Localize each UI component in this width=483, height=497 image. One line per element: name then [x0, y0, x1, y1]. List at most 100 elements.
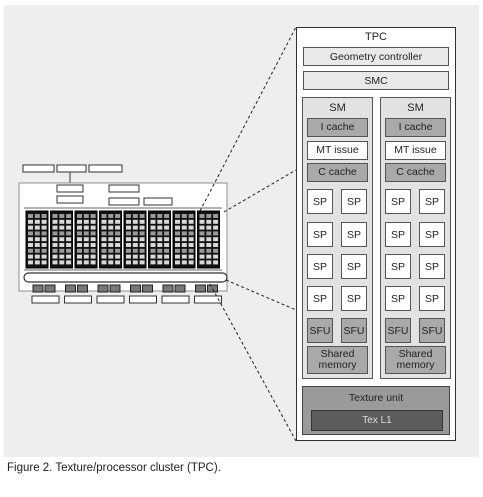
mini-tpc-cell	[83, 254, 89, 259]
mini-tpc-cell	[126, 219, 131, 224]
mini-tpc-cell	[157, 243, 163, 247]
mini-tpc-cell	[206, 260, 212, 265]
mini-tpc-cell	[188, 237, 194, 242]
mini-tpc-cell	[41, 254, 47, 259]
mini-tpc-cell	[150, 243, 156, 247]
mini-tpc-cell	[108, 254, 114, 259]
mini-tpc-cell	[150, 254, 156, 259]
mini-tpc-cell	[108, 231, 114, 236]
icache-2: I cache	[385, 118, 446, 137]
mini-tpc-cell	[52, 219, 58, 224]
mini-tpc-cell	[83, 237, 89, 242]
mini-tpc-cell	[175, 260, 180, 265]
mini-tpc-cell	[132, 214, 138, 218]
mini-tpc-cell	[181, 214, 187, 218]
mini-tpc-cell	[206, 254, 212, 259]
mini-tpc-cell	[52, 231, 58, 236]
mini-tpc-cell	[41, 225, 47, 230]
mini-tpc-cell	[101, 219, 107, 224]
mini-tpc-cell	[188, 260, 194, 265]
icache-1: I cache	[307, 118, 368, 137]
shared-memory-1-line-1: Shared	[320, 348, 355, 360]
mini-tpc-cell	[157, 231, 163, 236]
mini-rop-unit	[130, 284, 141, 293]
sm-title-2: SM	[407, 102, 424, 114]
mini-tpc-cell	[126, 254, 131, 259]
mini-tpc-cell	[77, 248, 82, 253]
sfu-1-2: SFU	[341, 318, 367, 343]
sp-1-8: SP	[341, 286, 367, 311]
mini-tpc-cell	[59, 214, 65, 218]
mini-tpc-cell	[90, 243, 96, 247]
mini-tpc-cell	[175, 243, 180, 247]
mini-tpc-cell	[132, 219, 138, 224]
mini-rop-unit	[65, 284, 76, 293]
mini-tpc-cell	[181, 243, 187, 247]
mini-tpc-cell	[52, 214, 58, 218]
mini-tpc-cell	[90, 260, 96, 265]
mini-tpc-cell	[126, 260, 131, 265]
mini-tpc-cell	[139, 260, 145, 265]
mini-tpc-cell	[150, 219, 156, 224]
mini-tpc-cell	[83, 260, 89, 265]
mini-rop-unit	[142, 284, 153, 293]
mini-tpc-cell	[132, 243, 138, 247]
mini-tpc-cell	[139, 231, 145, 236]
sp-2-2: SP	[419, 189, 445, 214]
sp-1-5: SP	[307, 254, 333, 279]
mini-tpc-cell	[83, 214, 89, 218]
mini-tpc-cell	[66, 248, 72, 253]
mini-tpc-cell	[66, 243, 72, 247]
mini-tpc-cell	[188, 231, 194, 236]
mini-rop-unit	[195, 284, 206, 293]
mini-tpc-cell	[52, 237, 58, 242]
sp-1-1: SP	[307, 189, 333, 214]
sfu-2-1: SFU	[385, 318, 411, 343]
mini-dram-box	[194, 295, 222, 304]
mini-rop-unit	[44, 284, 56, 293]
mini-tpc-cell	[115, 254, 121, 259]
shared-memory-2-line-1: Shared	[398, 348, 433, 360]
sp-1-6: SP	[341, 254, 367, 279]
mini-dram-box	[161, 295, 190, 304]
sfu-2-2: SFU	[419, 318, 445, 343]
mini-tpc-cell	[34, 219, 40, 224]
mini-tpc-cell	[126, 231, 131, 236]
mini-tpc-cell	[77, 254, 82, 259]
mini-tpc-cell	[90, 214, 96, 218]
mini-tpc-cell	[101, 248, 107, 253]
mini-tpc-cell	[164, 214, 170, 218]
mini-tpc-cell	[164, 243, 170, 247]
mini-tpc-cell	[164, 225, 170, 230]
mini-tpc-cell	[164, 237, 170, 242]
mini-tpc-cell	[139, 225, 145, 230]
mini-rop-unit	[174, 284, 186, 293]
mini-tpc-cell	[59, 231, 65, 236]
sp-1-4: SP	[341, 222, 367, 247]
mini-tpc-cell	[108, 260, 114, 265]
sp-2-4: SP	[419, 222, 445, 247]
sp-2-1: SP	[385, 189, 411, 214]
mini-tpc-cell	[28, 231, 33, 236]
mini-tpc-cell	[139, 248, 145, 253]
mini-tpc-cell	[213, 254, 219, 259]
mini-tpc-cell	[206, 237, 212, 242]
shared-memory-1: Shared memory	[307, 346, 368, 374]
mini-tpc-cell	[132, 237, 138, 242]
mini-tpc-cell	[164, 231, 170, 236]
mini-tpc-cell	[115, 214, 121, 218]
sm-title-1: SM	[329, 102, 346, 114]
mini-tpc-cell	[213, 231, 219, 236]
mini-tpc-cell	[175, 237, 180, 242]
mini-tpc-cell	[132, 225, 138, 230]
mini-dram-box	[31, 295, 60, 304]
mini-tpc-cell	[213, 243, 219, 247]
shared-memory-1-line-2: memory	[318, 359, 357, 371]
mini-tpc-cell	[101, 225, 107, 230]
mini-tpc-cell	[150, 260, 156, 265]
mini-tpc-cell	[139, 237, 145, 242]
mini-tpc-cell	[175, 214, 180, 218]
mini-tpc-cell	[181, 219, 187, 224]
mt-issue-2: MT issue	[385, 141, 446, 160]
mini-tpc-cell	[132, 260, 138, 265]
